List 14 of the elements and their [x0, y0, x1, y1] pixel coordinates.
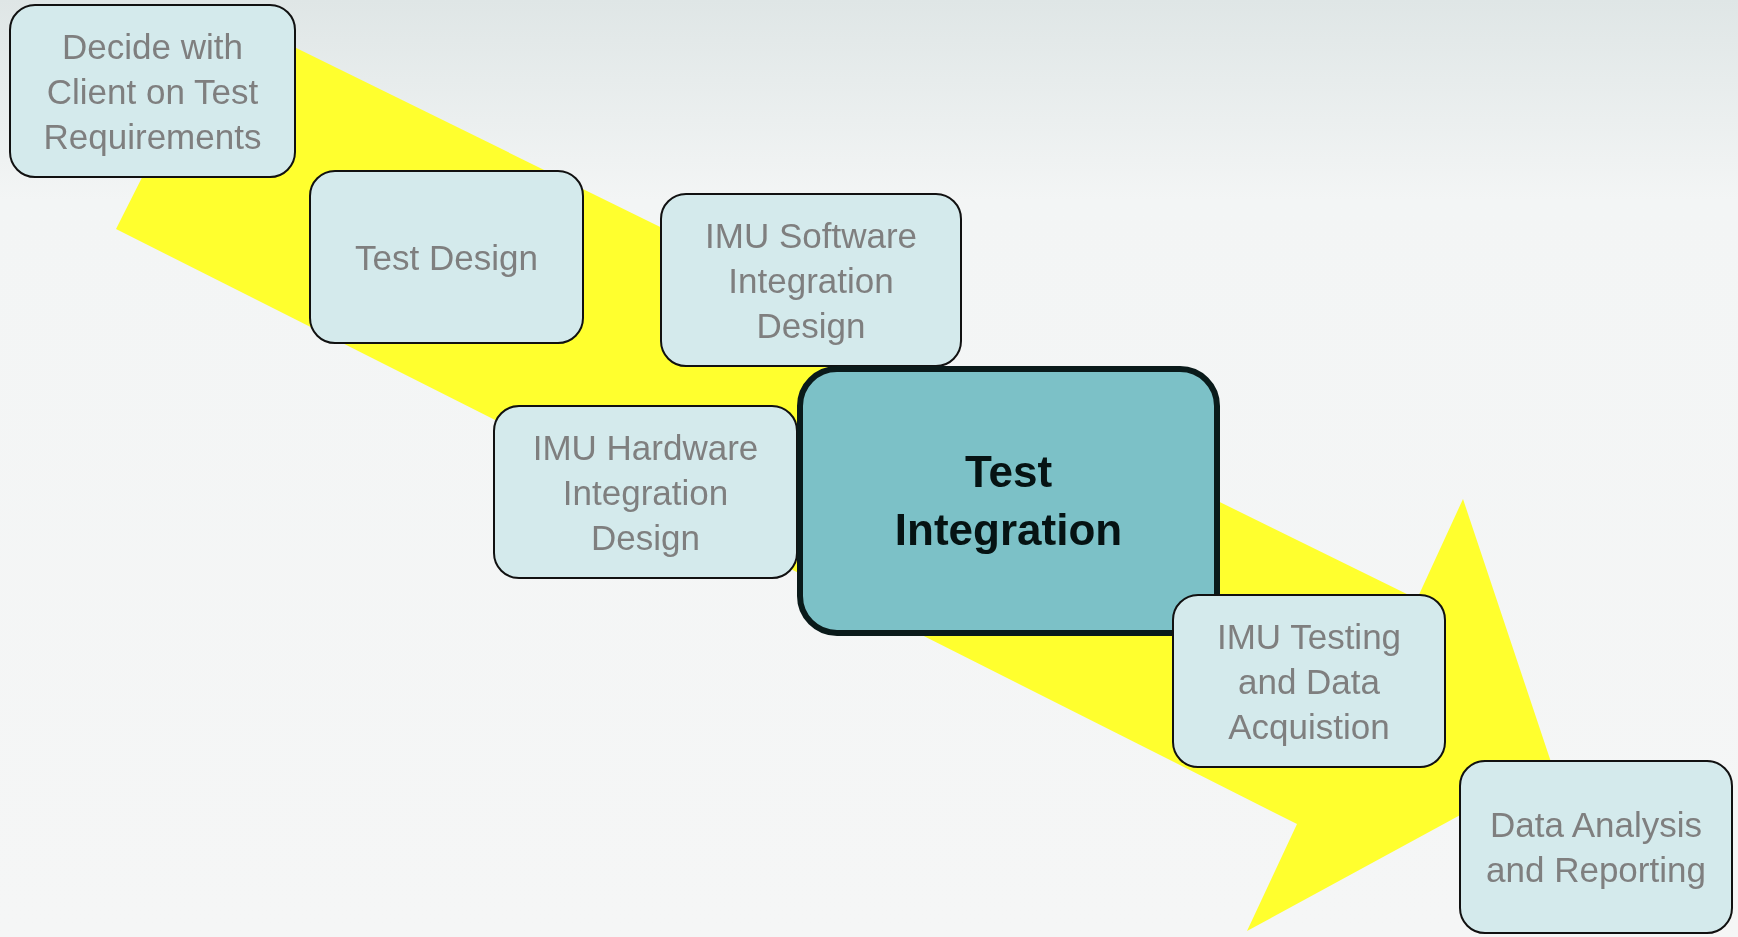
process-box	[1172, 594, 1446, 768]
box-label: Test Design	[355, 236, 538, 279]
process-box	[309, 170, 584, 344]
box-label: Test Integration	[893, 446, 1124, 556]
process-box	[493, 405, 798, 579]
process-box	[660, 193, 962, 367]
process-box	[9, 4, 296, 178]
process-box	[797, 366, 1220, 636]
box-label: IMU Software Integration Design	[704, 214, 918, 347]
box-label: IMU Testing and Data Acquistion	[1215, 615, 1403, 748]
box-label: IMU Hardware Integration Design	[531, 426, 760, 559]
box-label: Data Analysis and Reporting	[1485, 804, 1707, 891]
box-label: Decide with Client on Test Requirements	[42, 25, 263, 158]
process-box	[1459, 760, 1733, 934]
